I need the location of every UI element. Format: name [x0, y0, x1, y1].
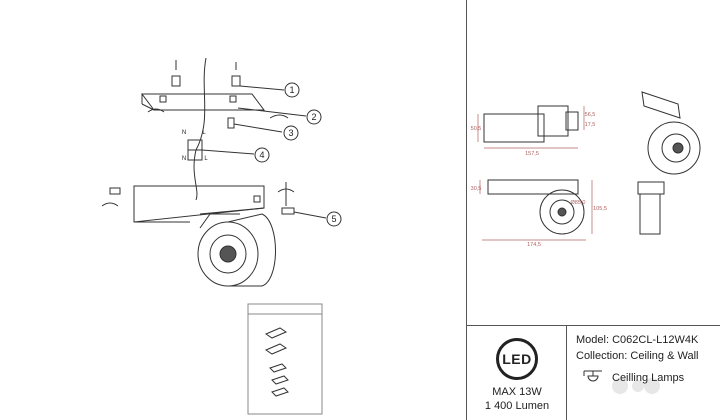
mounting-bracket	[141, 93, 265, 111]
front-view-body	[487, 179, 579, 195]
screw-top-right	[231, 62, 241, 87]
dim-front-diameter: Ø85,0	[571, 200, 586, 206]
spec-power: MAX 13W	[492, 386, 542, 398]
profile-view	[637, 181, 665, 195]
side-view-body	[483, 113, 545, 143]
connector-label-n: N	[182, 130, 186, 136]
callout-1: 1	[289, 85, 294, 95]
led-badge: LED	[496, 338, 538, 380]
divider-info	[566, 325, 567, 420]
ceiling-lamp-icon	[583, 370, 602, 382]
divider-horizontal	[466, 325, 720, 326]
lamp-head	[197, 213, 276, 287]
led-badge-label: LED	[502, 351, 532, 367]
spec-lumen: 1 400 Lumen	[484, 400, 550, 412]
dim-side-width: 157,5	[525, 151, 539, 157]
dim-front-width: 174,5	[527, 242, 541, 248]
housing	[133, 185, 265, 223]
dim-side-height-right-a: 56,5	[585, 112, 596, 118]
connector-label-l: L	[202, 130, 206, 136]
divider-vertical	[466, 0, 467, 420]
dim-front-height-right: 105,5	[593, 206, 607, 212]
dimension-drawings: 157,5 50,5 56,5 17,5 30,5 Ø85,0 105,5 17…	[471, 91, 701, 248]
watermark-logo	[612, 378, 660, 394]
connector-label-l-2: L	[204, 156, 208, 162]
accessory-bag	[247, 303, 323, 415]
assembly-diagram: 1 2 3 4 5 N L N L	[101, 57, 342, 415]
dim-side-height-right-b: 17,5	[585, 122, 596, 128]
connector-label-n-2: N	[182, 156, 186, 162]
callout-4: 4	[259, 150, 264, 160]
iso-view	[641, 91, 681, 119]
screw-top-left	[171, 60, 181, 87]
callout-3: 3	[288, 128, 293, 138]
category-text: Ceilling Lamps	[612, 372, 685, 384]
model-text: Model: C062CL-L12W4K	[576, 334, 699, 346]
dim-front-height: 30,5	[471, 186, 482, 192]
power-wire	[193, 57, 207, 201]
callout-5: 5	[331, 214, 336, 224]
dim-side-height-left: 50,5	[471, 126, 482, 132]
collection-text: Collection: Ceiling & Wall	[576, 350, 699, 362]
callout-2: 2	[311, 112, 316, 122]
